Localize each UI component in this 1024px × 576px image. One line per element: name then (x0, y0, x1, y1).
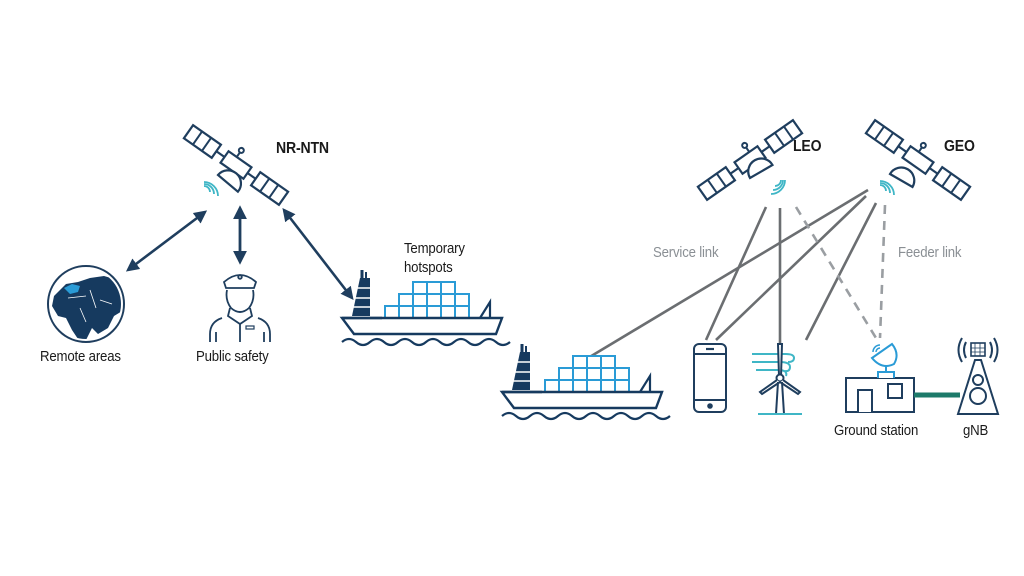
arrow-temporary-hotspots (282, 207, 354, 301)
left-panel (47, 116, 512, 347)
gnb-label: gNB (963, 422, 989, 439)
right-panel (500, 111, 1000, 421)
remote-areas-label: Remote areas (40, 348, 121, 365)
feeder-link-label: Feeder link (898, 244, 962, 261)
wind-turbine-icon (752, 343, 802, 415)
leo-satellite-icon (691, 111, 804, 201)
nr-ntn-label: NR-NTN (276, 140, 329, 157)
nr-ntn-satellite-icon (182, 116, 295, 206)
leo-label: LEO (793, 138, 822, 155)
service-link-label: Service link (653, 244, 719, 261)
cell-tower-icon (956, 337, 1000, 415)
ship-icon (500, 342, 672, 421)
geo-label: GEO (944, 138, 975, 155)
service-links (587, 188, 878, 360)
officer-icon (209, 274, 271, 342)
public-safety-label: Public safety (196, 348, 269, 365)
temporary-hotspots-label-line1: Temporary (404, 240, 465, 257)
geo-satellite-icon (864, 111, 977, 201)
ground-station-icon (845, 342, 915, 413)
globe-icon (47, 265, 125, 343)
ship-icon (340, 268, 512, 347)
feeder-links (794, 204, 887, 339)
smartphone-icon (693, 343, 727, 413)
temporary-hotspots-label-line2: hotspots (404, 259, 453, 276)
ground-station-label: Ground station (834, 422, 919, 439)
arrow-remote-areas (125, 210, 208, 272)
